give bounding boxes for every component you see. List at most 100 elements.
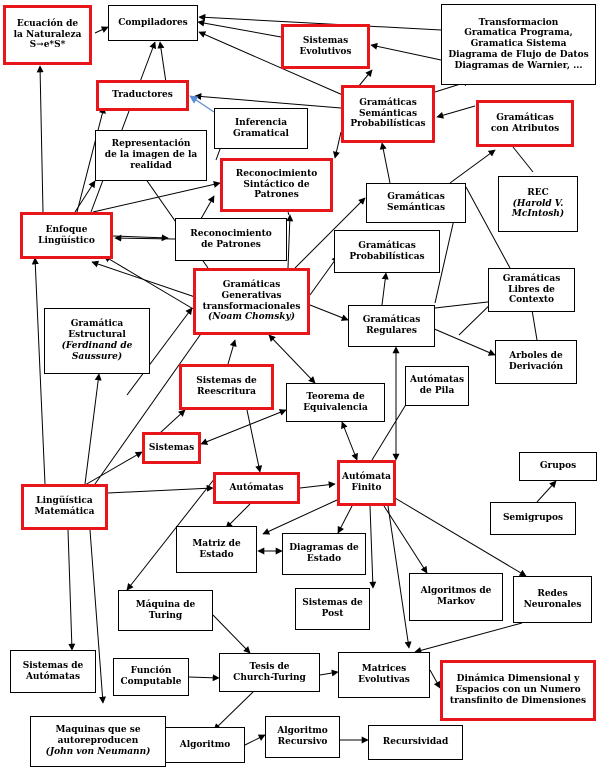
- node-text-line: Computable: [120, 677, 182, 687]
- node-text-line: Matemática: [34, 507, 95, 517]
- node-text-line: Diagrama de Flujo de Datos: [448, 49, 589, 60]
- edge: [333, 131, 342, 159]
- node-text-line: Arboles de: [509, 351, 563, 362]
- node-text-line: Reescritura: [197, 387, 256, 397]
- edge: [341, 421, 358, 461]
- node-text-line: Maquinas que se: [55, 725, 141, 736]
- node-text-line: Grupos: [539, 461, 577, 472]
- edge: [383, 505, 428, 574]
- node-text-line: Matrices: [361, 664, 407, 675]
- edge: [465, 186, 511, 269]
- edge: [126, 307, 193, 396]
- node-text-line: Función: [130, 666, 172, 677]
- node-recursividad: Recursividad: [368, 725, 463, 760]
- edge: [387, 505, 412, 649]
- edge: [225, 503, 251, 529]
- node-text-line: Gramáticas: [387, 192, 445, 203]
- edge: [194, 93, 342, 109]
- edge: [200, 409, 287, 445]
- node-italic-line: (Harold V.: [512, 198, 564, 209]
- node-text-line: Sintáctico de: [243, 179, 310, 190]
- edge: [188, 674, 220, 682]
- node-text-line: Semánticas: [386, 203, 446, 213]
- node-text-line: Diagramas de: [289, 543, 359, 554]
- node-text-line: Gramáticas: [359, 97, 417, 108]
- node-text-line: autoreproducen: [57, 736, 139, 747]
- node-text-line: Estado: [306, 554, 342, 564]
- edge: [449, 149, 496, 184]
- node-text-line: Turing: [148, 610, 183, 621]
- edge: [198, 31, 346, 97]
- node-italic-line: Saussure): [71, 351, 123, 362]
- node-grupos: Grupos: [519, 452, 597, 481]
- node-text-line: Enfoque: [45, 224, 88, 235]
- node-text-line: Dinámica Dimensional y: [456, 674, 580, 685]
- node-text-line: Teorema de: [306, 391, 365, 402]
- node-text-line: Autómatas: [409, 375, 465, 386]
- node-text-line: Lingüístico: [38, 235, 95, 246]
- node-text-line: REC: [527, 187, 549, 198]
- node-text-line: Probabilísticas: [349, 251, 425, 262]
- node-text-line: Semigrupos: [502, 513, 564, 524]
- node-text-line: Gramáticas: [502, 273, 561, 284]
- edge: [84, 373, 102, 485]
- node-text-line: Algoritmos de: [420, 586, 492, 597]
- node-text-line: Algoritmo: [179, 739, 231, 750]
- node-text-line: de Pila: [419, 386, 455, 396]
- node-text-line: Autómata: [341, 472, 392, 483]
- node-text-line: Evolutivas: [358, 675, 410, 685]
- node-text-line: Equivalencia: [303, 402, 368, 413]
- edge: [536, 480, 557, 503]
- edge: [268, 334, 316, 384]
- edge: [394, 497, 527, 577]
- edge: [90, 41, 157, 213]
- node-text-line: transfinito de Dimensiones: [449, 695, 587, 706]
- node-text-line: transformacionales: [202, 301, 301, 312]
- edge: [431, 327, 496, 356]
- node-text-line: de la imagen de la: [104, 150, 198, 161]
- node-text-line: de Patrones: [201, 239, 261, 250]
- edge: [294, 197, 366, 269]
- node-text-line: Post: [321, 609, 344, 619]
- node-italic-line: (Ferdinand de: [61, 341, 133, 351]
- node-text-line: Diagramas de Warnier, ...: [454, 60, 583, 71]
- node-algoritmo: Algoritmo: [165, 727, 245, 763]
- node-text-line: Evolutivos: [299, 46, 352, 57]
- edge: [369, 505, 377, 589]
- node-text-line: Semánticas: [358, 108, 418, 119]
- edge: [94, 327, 206, 485]
- edge: [287, 211, 290, 216]
- node-text-line: Matriz de: [192, 538, 241, 549]
- node-text-line: Máquina de: [135, 599, 196, 610]
- node-text-line: Libres de: [508, 284, 555, 295]
- node-text-line: Gramáticas: [222, 279, 281, 290]
- edge: [227, 339, 237, 365]
- edge: [76, 106, 106, 213]
- edge: [92, 180, 221, 213]
- node-compiladores: Compiladores: [108, 5, 198, 41]
- node-text-line: Ecuación de: [16, 18, 79, 29]
- node-text-line: Finito: [351, 483, 382, 493]
